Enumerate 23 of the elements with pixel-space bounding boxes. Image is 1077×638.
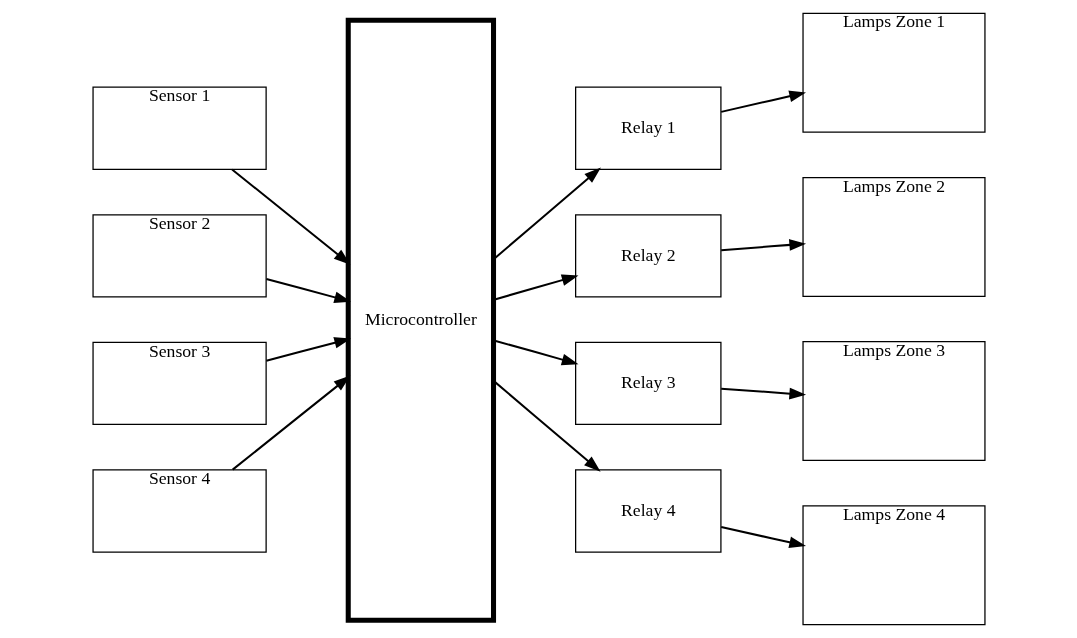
- node-box: Sensor 2: [91, 214, 267, 298]
- arrow: [493, 274, 578, 301]
- arrow: [720, 90, 806, 113]
- arrow: [720, 239, 806, 252]
- arrow: [493, 339, 578, 366]
- arrow: [265, 337, 351, 362]
- arrow: [230, 168, 350, 265]
- node-box: Lamps Zone 3: [801, 341, 986, 462]
- node-box: Sensor 4: [91, 469, 267, 553]
- node-box: Sensor 3: [91, 341, 267, 426]
- node-box: Relay 2: [574, 214, 722, 298]
- arrow: [231, 375, 350, 471]
- node-box: Lamps Zone 4: [801, 505, 986, 626]
- arrow: [720, 387, 806, 400]
- node-box: Microcontroller: [345, 17, 496, 623]
- node-box: Lamps Zone 1: [801, 12, 986, 133]
- node-box: Sensor 1: [91, 86, 267, 170]
- arrow: [720, 526, 806, 549]
- node-box: Relay 3: [574, 341, 722, 426]
- node-box: Relay 4: [574, 469, 722, 553]
- node-box: Relay 1: [574, 86, 722, 170]
- arrow: [265, 277, 351, 304]
- node-box: Lamps Zone 2: [801, 176, 986, 297]
